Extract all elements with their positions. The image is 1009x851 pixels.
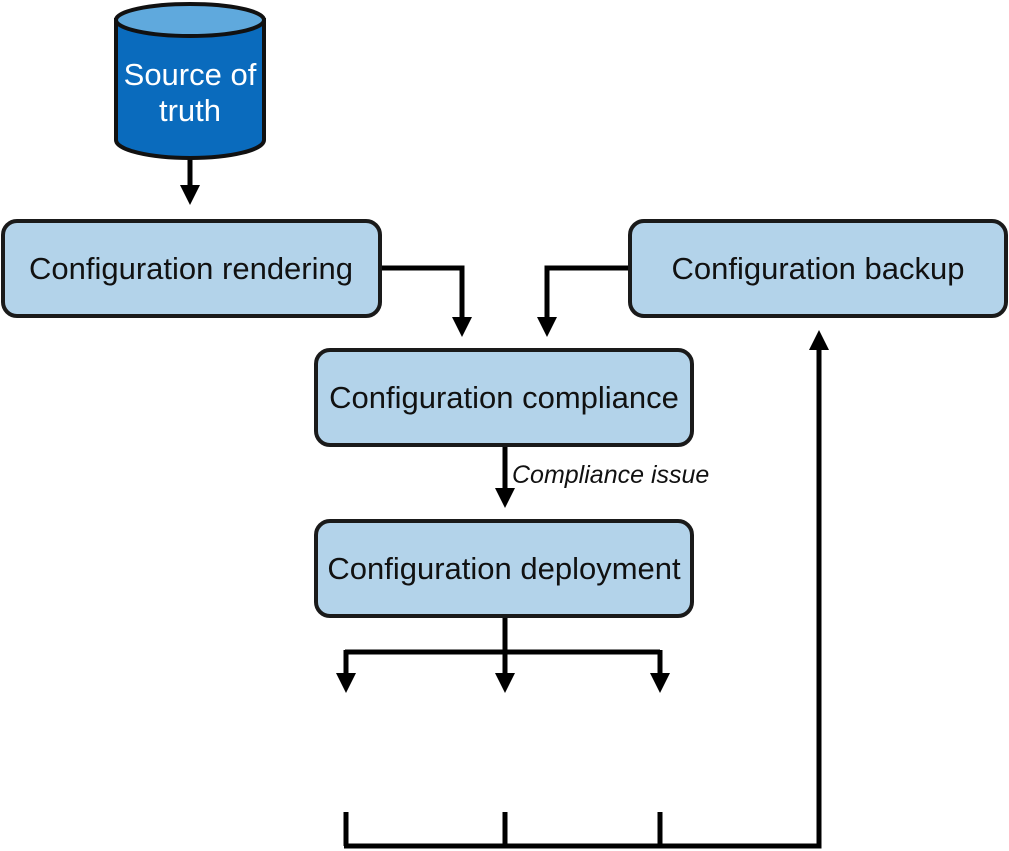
arrow-routers-to-backup	[344, 330, 829, 849]
configuration-rendering-node: Configuration rendering	[1, 219, 382, 318]
configuration-compliance-node: Configuration compliance	[314, 348, 694, 447]
configuration-deployment-label: Configuration deployment	[327, 551, 681, 586]
arrow-rendering-to-compliance	[380, 265, 472, 337]
configuration-compliance-label: Configuration compliance	[329, 380, 679, 415]
edge-label-compliance-issue: Compliance issue	[512, 461, 709, 489]
arrow-backup-to-compliance	[537, 265, 630, 337]
source-of-truth-label-line-2: truth	[159, 93, 221, 128]
database-icon	[114, 2, 266, 160]
configuration-deployment-node: Configuration deployment	[314, 519, 694, 618]
source-of-truth-node: Source of truth	[114, 2, 266, 160]
source-of-truth-label-line-1: Source of	[124, 57, 257, 92]
configuration-backup-node: Configuration backup	[628, 219, 1008, 318]
configuration-backup-label: Configuration backup	[672, 251, 965, 286]
connectors	[180, 158, 829, 849]
configuration-rendering-label: Configuration rendering	[29, 251, 353, 286]
